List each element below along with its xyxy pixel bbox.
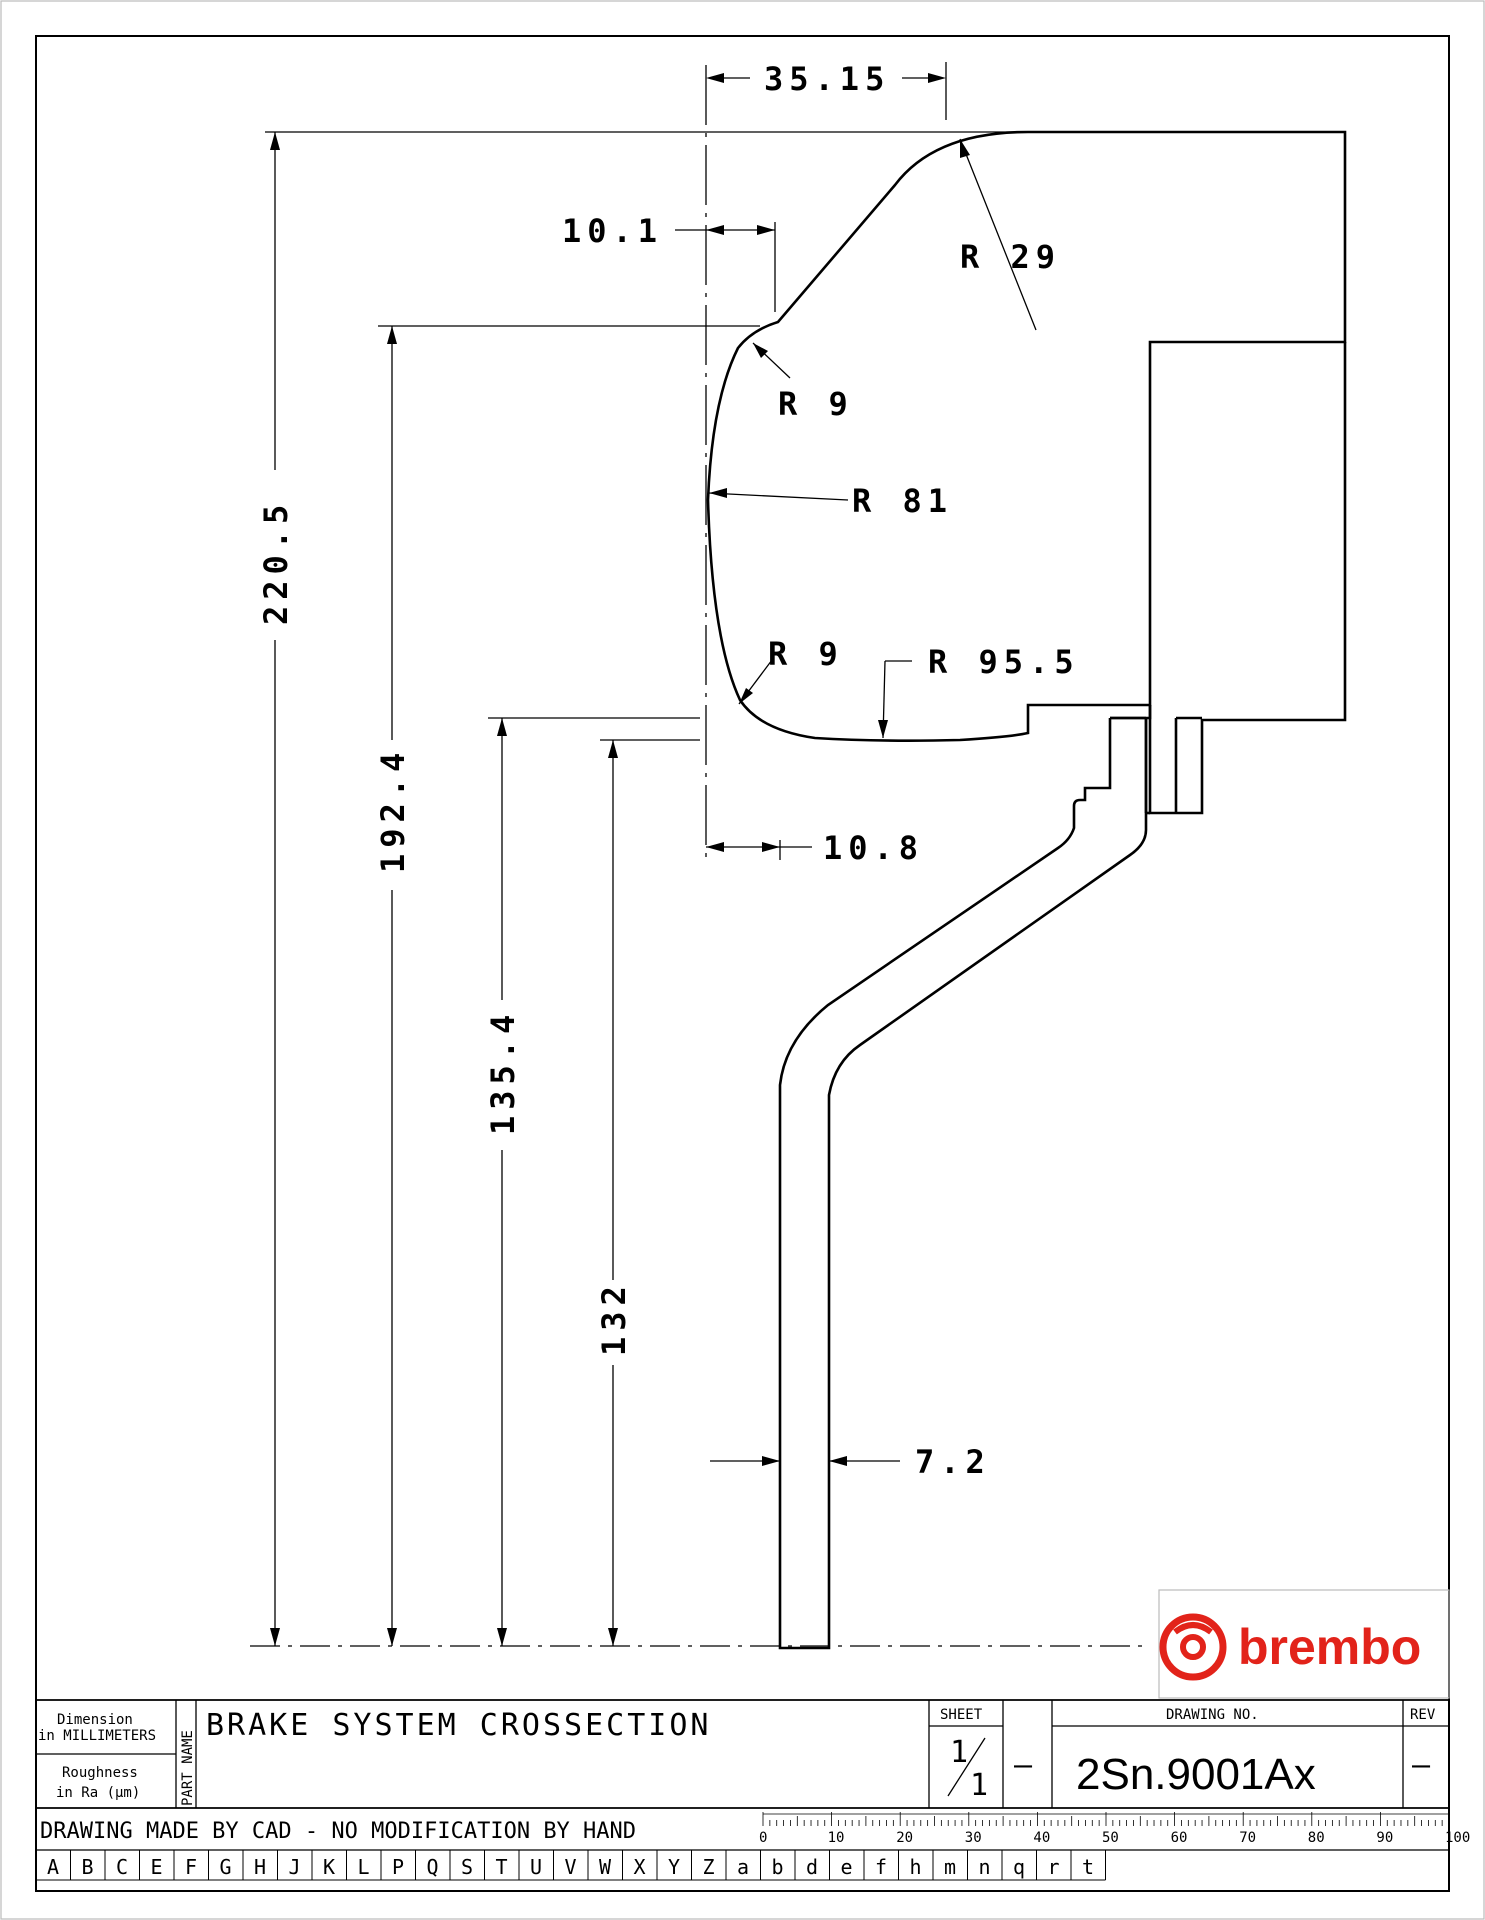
letter-cell: K [323, 1855, 335, 1879]
ruler-label: 30 [965, 1830, 982, 1846]
dimension-label-1: Dimension [57, 1712, 133, 1728]
letter-cell: G [220, 1855, 232, 1879]
letter-cell: X [634, 1855, 646, 1879]
cad-note: DRAWING MADE BY CAD - NO MODIFICATION BY… [40, 1819, 636, 1844]
dim-10-8: 10.8 [823, 829, 924, 867]
ruler-label: 100 [1445, 1830, 1470, 1846]
sheet-number: 1 [950, 1735, 971, 1770]
letter-cell: Z [703, 1855, 715, 1879]
dim-7-2: 7.2 [915, 1443, 991, 1481]
sheet-dash: — [1014, 1748, 1035, 1783]
letter-cell: e [841, 1855, 853, 1879]
letter-cell: q [1013, 1855, 1025, 1879]
hat-profile [778, 718, 1148, 1650]
ruler-label: 40 [1033, 1830, 1050, 1846]
ruler-label: 50 [1102, 1830, 1119, 1846]
letter-cell: P [392, 1855, 404, 1879]
letter-cell: U [530, 1855, 542, 1879]
ruler-label: 0 [759, 1830, 767, 1846]
letter-cell: F [185, 1855, 197, 1879]
letter-cell: Q [427, 1855, 439, 1879]
drawing-frame [35, 35, 1450, 1892]
ruler-label: 10 [828, 1830, 845, 1846]
dim-220-5: 220.5 [257, 499, 295, 625]
brembo-wordmark: brembo [1238, 1619, 1421, 1675]
part-name: BRAKE SYSTEM CROSSECTION [206, 1708, 711, 1743]
roughness-label-2: in Ra (μm) [56, 1785, 140, 1801]
dim-r9-top: R 9 [778, 385, 854, 423]
letter-cell: H [254, 1855, 266, 1879]
dim-10-1: 10.1 [562, 212, 663, 250]
dim-r29: R 29 [960, 238, 1061, 276]
letter-cell: d [806, 1855, 818, 1879]
rev-label: REV [1410, 1707, 1436, 1723]
dim-r9-bottom: R 9 [768, 635, 844, 673]
dim-192-4: 192.4 [374, 747, 412, 873]
brake-disc-crosssection [706, 130, 1347, 1650]
ruler-label: 20 [896, 1830, 913, 1846]
reference-lines [250, 65, 1150, 1647]
dimension-lines [270, 62, 1037, 1646]
letter-cell: r [1048, 1855, 1060, 1879]
ruler-label: 80 [1308, 1830, 1325, 1846]
roughness-label-1: Roughness [62, 1765, 138, 1781]
letter-cell: f [875, 1855, 887, 1879]
letter-cell: S [461, 1855, 473, 1879]
scale-ruler-labels: 0 10 20 30 40 50 60 70 80 90 100 [759, 1830, 1470, 1846]
part-name-label: PART NAME [180, 1730, 196, 1806]
letter-cell: C [116, 1855, 128, 1879]
dim-132: 132 [595, 1280, 633, 1356]
drawing-no-label: DRAWING NO. [1166, 1707, 1259, 1723]
dim-r95-5: R 95.5 [928, 643, 1080, 681]
sheet-label: SHEET [940, 1707, 983, 1723]
dim-35-15: 35.15 [764, 60, 890, 98]
letter-cell: h [910, 1855, 922, 1879]
letter-cell: t [1082, 1855, 1094, 1879]
brembo-disc-icon [1159, 1613, 1227, 1681]
scale-ruler [762, 1812, 1450, 1826]
title-block: Dimension in MILLIMETERS Roughness in Ra… [36, 1699, 1470, 1881]
letter-cell: L [358, 1855, 370, 1879]
dim-135-4: 135.4 [484, 1009, 522, 1135]
letter-cell: J [289, 1855, 301, 1879]
brembo-logo: brembo [1158, 1589, 1450, 1699]
letter-cell: a [737, 1855, 749, 1879]
dim-r81: R 81 [852, 482, 953, 520]
drawing-number: 2Sn.9001Ax [1076, 1750, 1316, 1799]
ruler-label: 70 [1239, 1830, 1256, 1846]
outer-profile [706, 130, 1347, 742]
letter-cell: b [772, 1855, 784, 1879]
letter-cell: A [47, 1855, 59, 1879]
letter-cell: E [151, 1855, 163, 1879]
letter-cell: m [944, 1855, 956, 1879]
ruler-label: 60 [1171, 1830, 1188, 1846]
letter-cell: Y [668, 1855, 680, 1879]
sheet-total: 1 [970, 1768, 991, 1803]
dimension-label-2: in MILLIMETERS [38, 1728, 156, 1744]
ruler-label: 90 [1376, 1830, 1393, 1846]
letter-cell: n [979, 1855, 991, 1879]
rev-value: — [1412, 1748, 1433, 1783]
letter-cell: T [496, 1855, 508, 1879]
dimension-labels: 35.15 10.1 R 29 R 9 R 81 R 9 R 95.5 10.8… [257, 60, 1080, 1481]
letter-cell: W [599, 1855, 612, 1879]
letter-cell: V [565, 1855, 577, 1879]
letter-cell: B [82, 1855, 94, 1879]
